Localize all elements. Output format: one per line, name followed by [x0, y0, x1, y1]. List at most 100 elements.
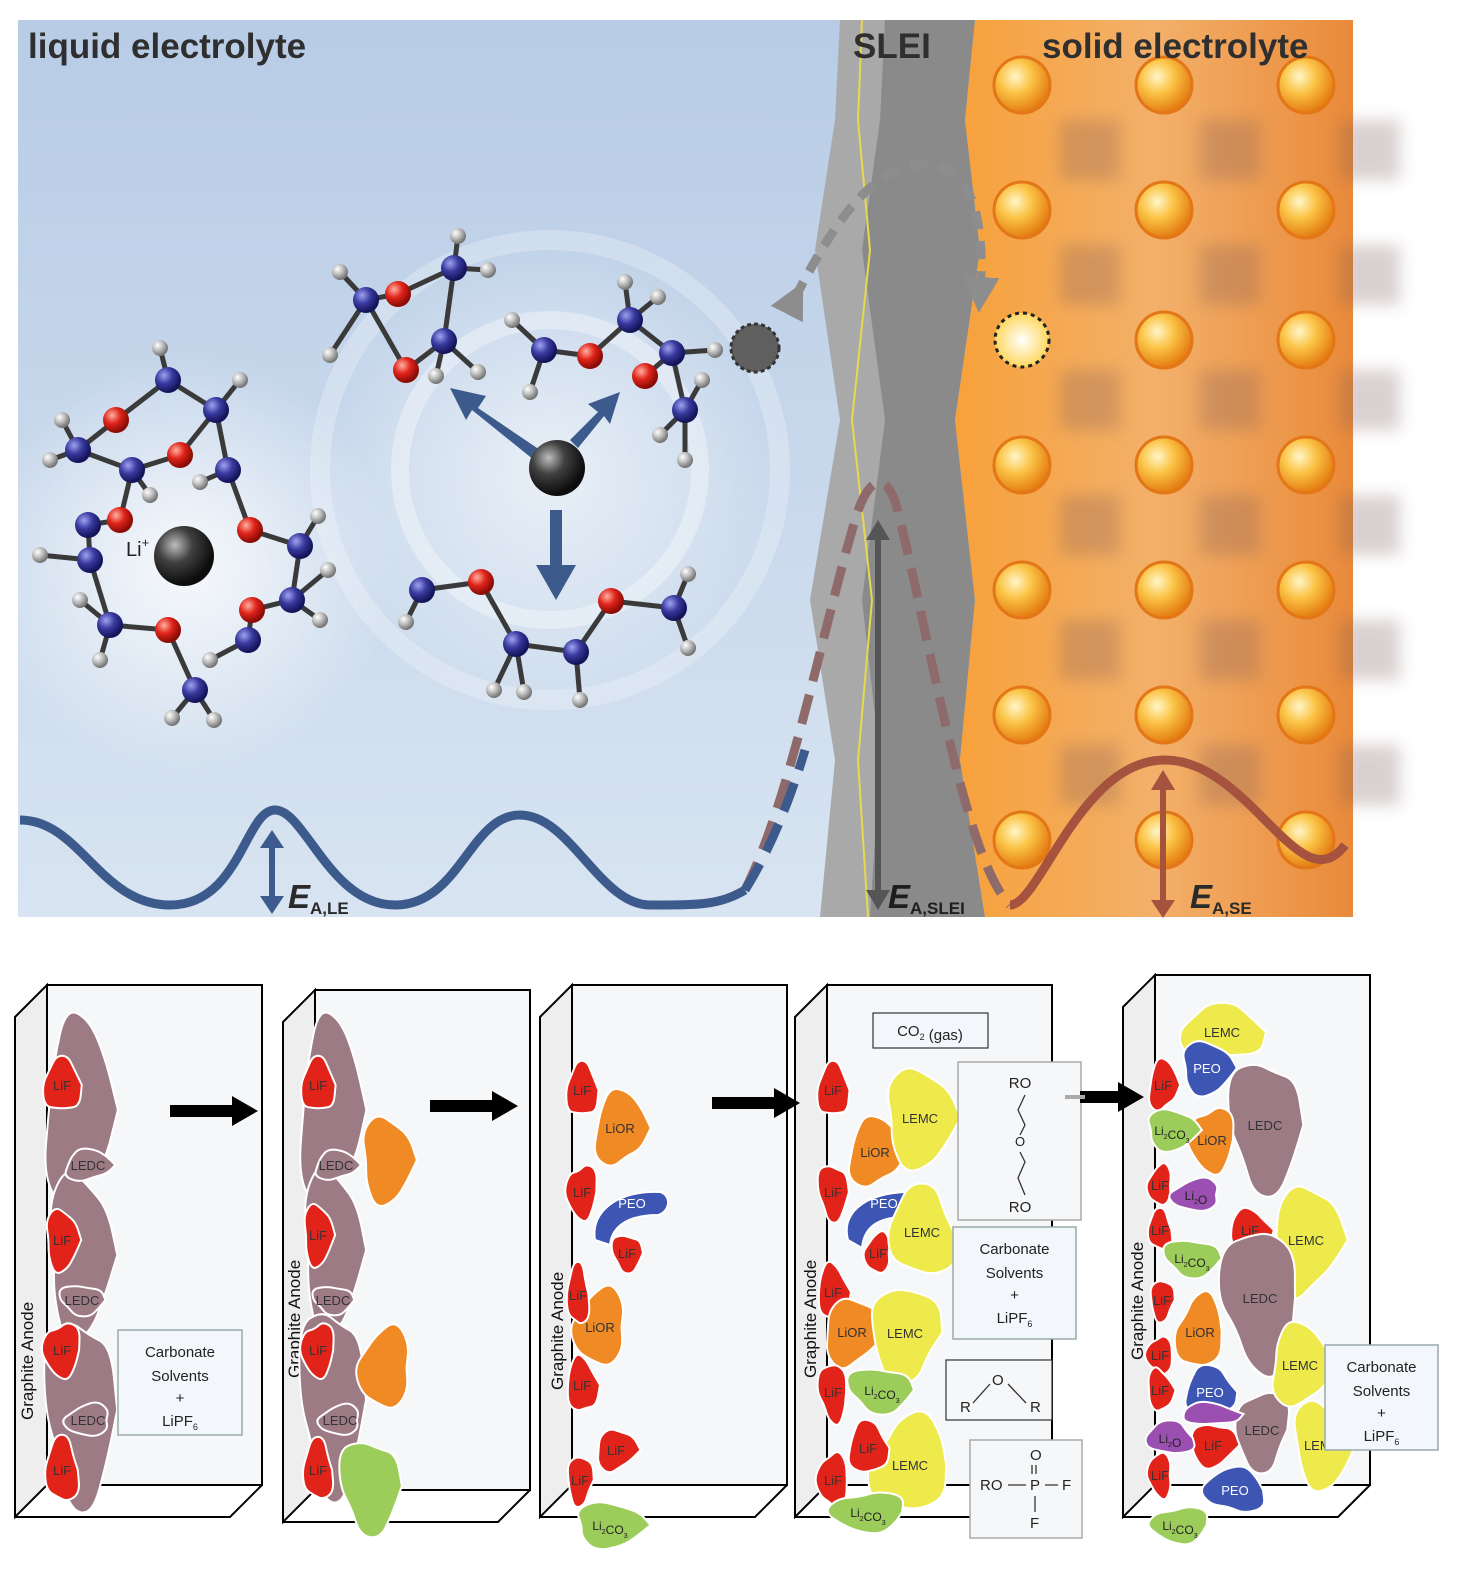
hydrogen-atom: [680, 566, 696, 582]
hydrogen-atom: [486, 682, 502, 698]
sei-species-blob: [577, 1501, 652, 1551]
formula-label: Li2CO3: [1162, 1519, 1197, 1540]
co2-gas-box: [872, 1012, 989, 1049]
lattice-shadow: [1340, 120, 1400, 180]
formula-label: LiPF6: [1364, 1428, 1400, 1447]
sei-species-blob: [62, 1401, 109, 1437]
carbon-atom: [353, 287, 379, 313]
phosphate-box: [969, 1439, 1083, 1539]
oxygen-atom: [239, 597, 265, 623]
progress-arrow-3: [712, 1088, 800, 1118]
hydrogen-atom: [232, 372, 248, 388]
liquid-electrolyte-label: liquid electrolyte: [28, 27, 306, 66]
formula-label: Li2CO3: [1174, 1252, 1209, 1273]
slei-inner-layer: [862, 20, 985, 917]
solvent-box-text: Solvents: [986, 1265, 1044, 1282]
lattice-ion: [1134, 685, 1194, 745]
hydrogen-atom: [42, 452, 58, 468]
sei-species-label: LEDC: [65, 1293, 100, 1308]
sei-species-blob: [58, 1285, 107, 1318]
sei-species-blob: [1143, 1335, 1173, 1375]
hydrogen-atom: [572, 692, 588, 708]
li-ion-solvated: [154, 526, 214, 586]
oxygen-atom: [577, 343, 603, 369]
progress-arrow-1: [170, 1096, 258, 1126]
hydrogen-atom: [398, 614, 414, 630]
formula-label: Li2CO3: [1154, 1124, 1189, 1145]
sei-species-blob: [1168, 1176, 1219, 1212]
li-ion-desolvating: [729, 322, 781, 374]
carbon-atom: [441, 255, 467, 281]
sei-species-blob: [862, 1230, 891, 1274]
sei-species-label: LiF: [573, 1185, 591, 1200]
sei-species-blob: [1234, 1391, 1290, 1475]
sei-species-label: PEO: [870, 1196, 897, 1211]
sei-species-label: LEDC: [1243, 1291, 1278, 1306]
anode-face: [14, 982, 48, 1520]
carbon-atom: [661, 595, 687, 621]
sei-species-label: LiF: [1151, 1468, 1169, 1483]
formula-label: CO2 (gas): [897, 1023, 963, 1044]
sei-species-blob: [362, 1115, 418, 1208]
sei-species-blob: [44, 1433, 80, 1502]
barrier-se-label: EA,SE: [1190, 878, 1252, 918]
hydrogen-atom: [504, 312, 520, 328]
sei-species-label: LiOR: [837, 1325, 867, 1340]
phosphate-f2: F: [1030, 1515, 1039, 1532]
sei-species-label: LiOR: [1185, 1325, 1215, 1340]
oxygen-atom: [393, 357, 419, 383]
hydrogen-atom: [54, 412, 70, 428]
sei-species-blob: [316, 1402, 360, 1436]
sei-species-blob: [314, 1148, 363, 1181]
lattice-ion: [1276, 560, 1336, 620]
sei-species-label: PEO: [618, 1196, 645, 1211]
lattice-ion: [1276, 55, 1336, 115]
solvent-box-text: Carbonate: [145, 1344, 215, 1361]
lattice-ion: [1134, 435, 1194, 495]
carbon-atom: [617, 307, 643, 333]
sei-species-label: LiF: [1204, 1438, 1222, 1453]
arrow-to-molecule-bottom: [536, 510, 576, 600]
formula-label: LiPF6: [997, 1310, 1033, 1329]
sei-species-blob: [887, 1182, 957, 1275]
lattice-ion: [1276, 685, 1336, 745]
hydrogen-atom: [480, 262, 496, 278]
sei-species-label: LEDC: [316, 1293, 351, 1308]
lattice-shadow: [1200, 245, 1260, 305]
sei-species-label: LEDC: [1245, 1423, 1280, 1438]
arrow-to-molecule-right: [570, 392, 620, 448]
carbon-atom: [672, 397, 698, 423]
le-to-slei-dashed-curve: [741, 748, 810, 893]
sei-species-blob: [1149, 1280, 1176, 1324]
sei-species-label: LiF: [1151, 1348, 1169, 1363]
lattice-shading: [1060, 120, 1400, 805]
oxygen-atom: [103, 407, 129, 433]
slei-energy-curve: [740, 478, 1014, 909]
sei-species-label: LEDC: [1248, 1118, 1283, 1133]
lattice-shadow: [1060, 245, 1120, 305]
carbon-atom: [235, 627, 261, 653]
sei-species-label: LEMC: [1282, 1358, 1318, 1373]
molecule: [32, 340, 336, 728]
lattice-shadow: [1060, 495, 1120, 555]
formula-label: Li2CO3: [850, 1506, 885, 1527]
progress-arrow-2: [430, 1091, 518, 1121]
sei-species-label: LiF: [1151, 1223, 1169, 1238]
sei-species-label: LiF: [53, 1233, 71, 1248]
carbon-atom: [97, 612, 123, 638]
sei-species-label: LiF: [1151, 1383, 1169, 1398]
molecule: [504, 274, 723, 468]
hydrogen-atom: [92, 652, 108, 668]
carbon-atom: [119, 457, 145, 483]
sei-species-label: LEDC: [71, 1413, 106, 1428]
oxygen-atom: [107, 507, 133, 533]
box-bottom-edge: [15, 1484, 263, 1518]
sei-species-label: LEDC: [319, 1158, 354, 1173]
lattice-ion: [1276, 310, 1336, 370]
sei-species-label: LiF: [824, 1285, 842, 1300]
sei-species-label: LiF: [824, 1473, 842, 1488]
oxygen-atom: [167, 442, 193, 468]
sei-species-blob: [1227, 1063, 1305, 1198]
